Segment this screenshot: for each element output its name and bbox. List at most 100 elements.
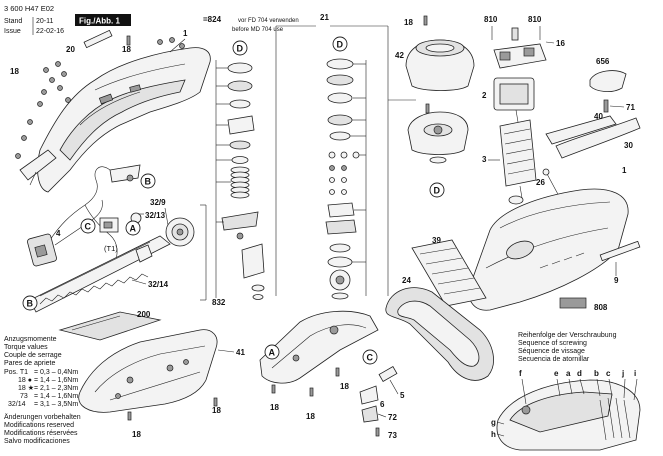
stand-label: Stand — [4, 18, 22, 25]
callout-20: 20 — [66, 45, 75, 54]
callout-32-13: 32/13 — [145, 211, 166, 220]
note-824-line2: before MD 704 use — [232, 27, 284, 33]
rear-handle-30-40: 40 30 — [545, 112, 641, 159]
callout-18-bottom-left: 18 — [132, 430, 141, 439]
modifications-de: Änderungen vorbehalten — [4, 413, 81, 421]
sequence-letter-i: i — [634, 369, 636, 378]
parts-20-strip: 20 — [66, 29, 113, 54]
note-824: =824 vor FD 704 verwenden before MD 704 … — [203, 15, 299, 33]
sequence-letter-f: f — [519, 369, 522, 378]
callout-656: 656 — [596, 57, 610, 66]
torque-row-4-pos: 32/14 — [8, 401, 26, 408]
sequence-heading-fr: Séquence de vissage — [518, 348, 585, 355]
screw-sequence: Reihenfolge der Verschraubung Sequence o… — [491, 332, 641, 451]
torque-heading-en: Torque values — [4, 344, 48, 351]
bearing-flange: D — [388, 99, 469, 198]
callout-71: 71 — [626, 103, 635, 112]
modifications-es: Salvo modificaciones — [4, 438, 70, 445]
sequence-letter-c: c — [606, 369, 611, 378]
callout-2: 2 — [482, 91, 487, 100]
handle-housing-part — [19, 47, 211, 193]
part-9-strip: 9 — [599, 240, 641, 285]
sequence-letter-a: a — [566, 369, 571, 378]
stand-value: 20-11 — [36, 18, 53, 25]
gear-stack-left: D — [215, 40, 265, 300]
modifications-note: Änderungen vorbehalten Modifications res… — [4, 413, 81, 445]
circle-label-d-center: D — [337, 40, 344, 50]
parts-5-6-72-73: 5 6 72 73 — [359, 365, 405, 440]
part-656: 656 — [589, 57, 627, 92]
issue-label: Issue — [4, 28, 21, 35]
torque-row-1-pos: 18 ● — [18, 377, 32, 384]
callout-200: 200 — [137, 310, 151, 319]
callout-832: 832 — [212, 298, 226, 307]
screw-18-top-left: 18 — [122, 35, 131, 54]
callout-41: 41 — [236, 348, 245, 357]
top-screws — [157, 37, 185, 49]
issue-value: 22-02-16 — [36, 28, 64, 35]
callout-18-upper-right: 18 — [404, 18, 413, 27]
spring-stack — [230, 166, 250, 199]
blade-assembly: 32/14 B — [22, 217, 195, 313]
callout-18-left: 18 — [10, 67, 19, 76]
circle-label-a-left: A — [130, 224, 137, 234]
part-21-bracket: 21 — [275, 13, 389, 296]
torque-row-2-range: = 2,1 – 2,3Nm — [34, 385, 78, 392]
gear-housing-lower: A C — [259, 310, 379, 384]
sequence-heading-en: Sequence of screwing — [518, 340, 587, 347]
blade-guard-200: 200 — [58, 310, 162, 341]
callout-18-center-b: 18 — [270, 403, 279, 412]
torque-heading-de: Anzugsmomente — [4, 336, 57, 343]
callout-808: 808 — [594, 303, 608, 312]
document-header: 3 600 H47 E02 Stand 20-11 Issue 22-02-16… — [4, 4, 131, 35]
screws-18-center: 18 18 18 — [270, 367, 349, 421]
callout-72: 72 — [388, 413, 397, 422]
torque-row-4-range: = 3,1 – 3,5Nm — [34, 401, 78, 408]
sequence-letter-b: b — [594, 369, 599, 378]
circle-label-c-left: C — [85, 222, 92, 232]
motor-brush-holder: 810 810 16 — [484, 15, 565, 69]
torque-row-0-range: = 0,3 – 0,4Nm — [34, 369, 78, 376]
callout-1-right: 1 — [622, 166, 627, 175]
callout-32-9: 32/9 — [150, 198, 166, 207]
callout-810-b: 810 — [528, 15, 542, 24]
modifications-fr: Modifications réservées — [4, 430, 78, 437]
callout-18-bottom-mid: 18 — [212, 406, 221, 415]
callout-810-a: 810 — [484, 15, 498, 24]
torque-row-3-range: = 1,4 – 1,6Nm — [34, 393, 78, 400]
detail-b-upper: B — [109, 164, 156, 189]
modifications-en: Modifications reserved — [4, 422, 74, 429]
sequence-letter-e: e — [554, 369, 559, 378]
note-824-number: =824 — [203, 15, 222, 24]
callout-18-center-c: 18 — [306, 412, 315, 421]
callout-1-left: 1 — [183, 29, 188, 38]
sequence-letter-h: h — [491, 430, 496, 439]
callout-26: 26 — [536, 178, 545, 187]
circle-label-b-upper: B — [145, 177, 152, 187]
callout-39: 39 — [432, 236, 441, 245]
motor-stator: 2 — [482, 77, 535, 111]
center-bracket-832: 832 — [200, 204, 226, 307]
callout-5: 5 — [400, 391, 405, 400]
torque-row-3-pos: 73 — [20, 393, 28, 400]
figure-label-box — [75, 14, 131, 26]
callout-42: 42 — [395, 51, 404, 60]
torque-heading-es: Pares de apriete — [4, 360, 55, 367]
hand-guard-39: 39 — [411, 236, 487, 307]
callout-18-center-a: 18 — [340, 382, 349, 391]
callout-30: 30 — [624, 141, 633, 150]
gear-stack-center: D — [325, 36, 367, 300]
callout-6: 6 — [380, 400, 385, 409]
part-42-cover: 18 42 — [395, 15, 475, 91]
part-808-label: 808 — [559, 297, 608, 312]
sequence-letter-j: j — [621, 369, 624, 378]
callout-t1: (T1) — [104, 244, 118, 253]
figure-label: Fig./Abb. 1 — [79, 17, 120, 26]
circle-label-a-center: A — [269, 348, 276, 358]
circle-label-d-top: D — [237, 44, 244, 54]
note-824-line1: vor FD 704 verwenden — [238, 18, 299, 24]
circle-label-d-right: D — [434, 186, 441, 196]
callout-16: 16 — [556, 39, 565, 48]
torque-table: Anzugsmomente Torque values Couple de se… — [4, 336, 78, 408]
screws-18-bottom-left: 18 18 — [127, 397, 221, 439]
